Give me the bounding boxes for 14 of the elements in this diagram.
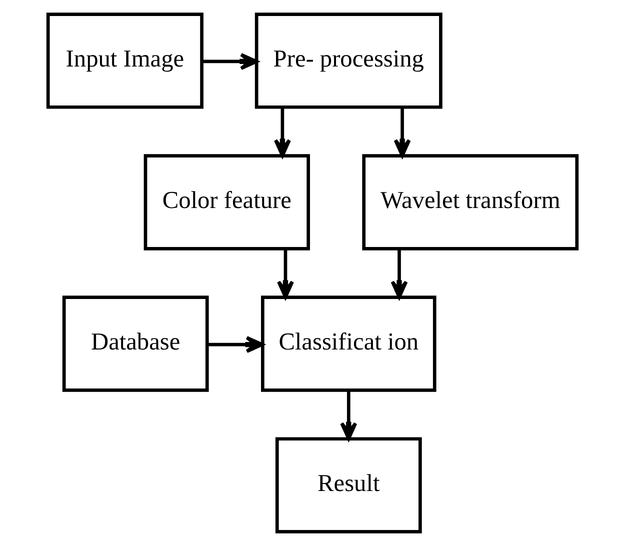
node-box: Input Image: [46, 12, 204, 109]
node-box: Database: [62, 296, 209, 392]
node-box: Pre- processing: [254, 12, 442, 109]
arrow: [394, 107, 411, 158]
node-box: Color feature: [144, 154, 310, 250]
arrow: [207, 336, 264, 354]
arrow: [276, 248, 294, 299]
node-box: Wavelet transform: [362, 154, 579, 250]
arrow: [202, 52, 258, 70]
arrow: [390, 248, 408, 299]
arrow: [274, 107, 291, 158]
arrow: [340, 390, 358, 440]
node-box: Result: [275, 437, 422, 534]
node-box: Classificat ion: [260, 296, 436, 392]
